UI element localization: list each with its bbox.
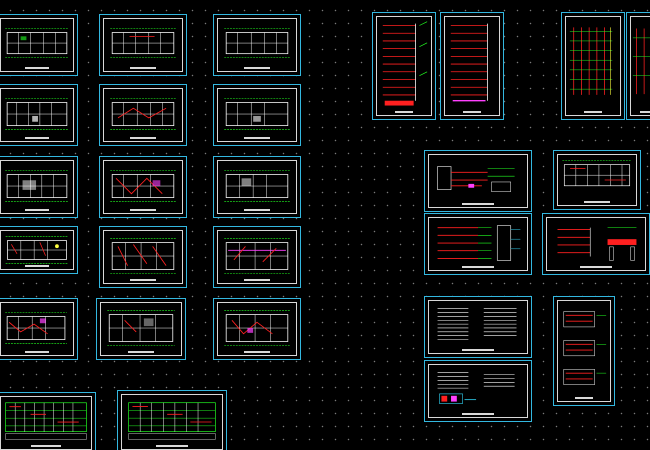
- notes-sheet[interactable]: [424, 360, 532, 422]
- floor-plan-sheet[interactable]: [99, 84, 187, 146]
- elevation-sheet[interactable]: [117, 390, 227, 450]
- floor-plan-sheet[interactable]: [0, 14, 78, 76]
- notes-sheet[interactable]: [424, 296, 532, 358]
- system-diagram-sheet[interactable]: [542, 213, 650, 275]
- system-diagram-sheet[interactable]: [553, 296, 615, 406]
- floor-plan-sheet[interactable]: [213, 84, 301, 146]
- riser-diagram-sheet[interactable]: [561, 12, 625, 120]
- floor-plan-drawing: [110, 98, 176, 130]
- system-diagram-sheet[interactable]: [424, 150, 532, 212]
- system-diagram-drawing: [557, 227, 637, 261]
- floor-plan-drawing: [224, 28, 290, 58]
- riser-diagram-sheet[interactable]: [440, 12, 504, 120]
- floor-plan-drawing: [110, 28, 176, 58]
- notes-text-block: [437, 372, 515, 404]
- floor-plan-drawing: [5, 236, 69, 264]
- elevation-drawing: [5, 402, 87, 440]
- riser-diagram-drawing: [450, 23, 488, 102]
- floor-plan-drawing: [110, 238, 176, 274]
- floor-plan-sheet[interactable]: [213, 14, 301, 76]
- system-diagram-drawing: [437, 166, 515, 192]
- riser-diagram-sheet[interactable]: [626, 12, 650, 120]
- floor-plan-sheet[interactable]: [213, 226, 301, 288]
- elevation-sheet[interactable]: [0, 392, 96, 450]
- system-diagram-sheet[interactable]: [553, 150, 641, 210]
- floor-plan-sheet[interactable]: [213, 298, 301, 360]
- riser-diagram-drawing: [382, 21, 428, 106]
- floor-plan-sheet[interactable]: [96, 298, 186, 360]
- system-diagram-drawing: [563, 311, 607, 385]
- floor-plan-drawing: [224, 98, 290, 130]
- floor-plan-drawing: [107, 310, 175, 346]
- riser-diagram-drawing: [569, 27, 613, 95]
- floor-plan-drawing: [5, 98, 69, 130]
- floor-plan-sheet[interactable]: [0, 298, 78, 360]
- elevation-drawing: [128, 402, 216, 440]
- floor-plan-drawing: [224, 238, 290, 274]
- floor-plan-sheet[interactable]: [0, 226, 78, 274]
- floor-plan-drawing: [5, 170, 69, 202]
- floor-plan-drawing: [224, 170, 290, 202]
- riser-diagram-sheet[interactable]: [372, 12, 436, 120]
- floor-plan-drawing: [5, 312, 67, 344]
- floor-plan-sheet[interactable]: [0, 84, 78, 146]
- floor-plan-drawing: [5, 28, 69, 58]
- floor-plan-sheet[interactable]: [0, 156, 78, 218]
- floor-plan-sheet[interactable]: [213, 156, 301, 218]
- system-diagram-drawing: [437, 225, 521, 261]
- notes-text-block: [437, 308, 517, 340]
- floor-plan-sheet[interactable]: [99, 14, 187, 76]
- floor-plan-sheet[interactable]: [99, 226, 187, 288]
- floor-plan-drawing: [224, 310, 290, 346]
- system-diagram-sheet[interactable]: [424, 213, 532, 275]
- floor-plan-sheet[interactable]: [99, 156, 187, 218]
- floor-plan-drawing: [110, 170, 176, 202]
- system-diagram-drawing: [562, 160, 632, 187]
- riser-diagram-drawing: [632, 28, 650, 95]
